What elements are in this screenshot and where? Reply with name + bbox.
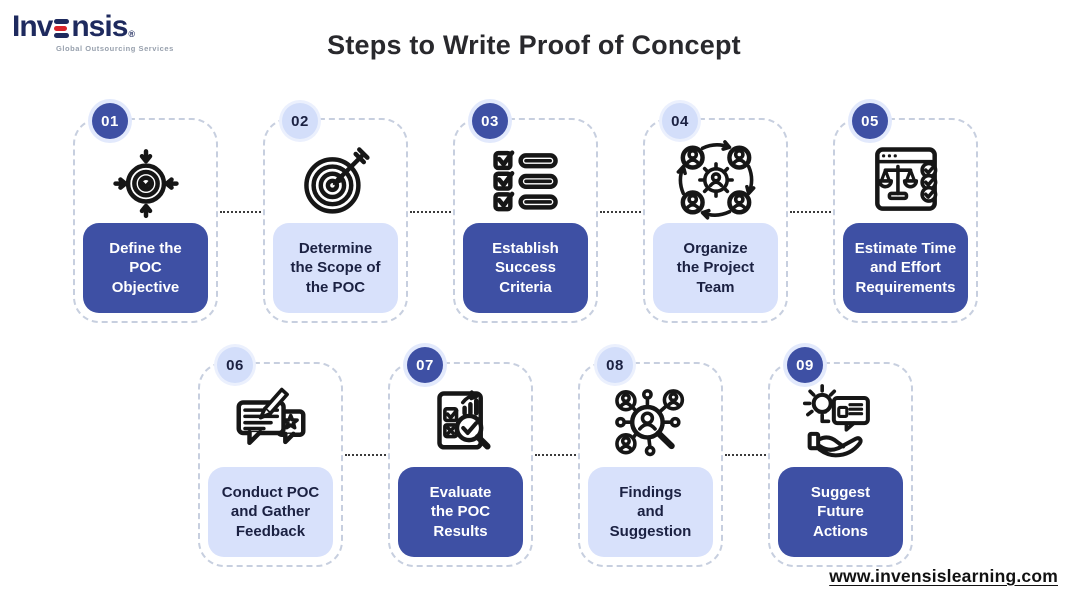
connector-line xyxy=(535,454,576,456)
report-magnifier-icon xyxy=(436,390,491,450)
connector-line xyxy=(725,454,766,456)
step-card-04: 04 Organize the Project Team xyxy=(643,103,788,323)
step-icon-area xyxy=(770,380,911,468)
connector-line xyxy=(220,211,261,213)
dartboard-icon xyxy=(303,147,370,214)
team-collaboration-icon xyxy=(676,140,755,220)
checklist-icon xyxy=(492,150,558,212)
step-number-badge: 07 xyxy=(407,347,443,383)
step-card-01: 01 Define the POC Objective xyxy=(73,103,218,323)
step-card-06: 06 Conduct POC and Gather Feedback xyxy=(198,347,343,567)
step-number-badge: 02 xyxy=(282,103,318,139)
step-icon-area xyxy=(455,136,596,224)
step-number-badge: 08 xyxy=(597,347,633,383)
step-label: Suggest Future Actions xyxy=(778,467,903,557)
step-label: Define the POC Objective xyxy=(83,223,208,313)
step-label: Findings and Suggestion xyxy=(588,467,713,557)
logo-text-pre: Inv xyxy=(12,10,53,43)
connector-line xyxy=(600,211,641,213)
logo-text-post: nsis xyxy=(71,10,128,43)
step-label: Estimate Time and Effort Requirements xyxy=(843,223,968,313)
connector-line xyxy=(410,211,451,213)
people-search-icon xyxy=(608,381,694,457)
logo-subtitle: Global Outsourcing Services xyxy=(56,44,174,53)
step-card-07: 07 Evaluate the POC Results xyxy=(388,347,533,567)
page-title: Steps to Write Proof of Concept xyxy=(327,30,741,60)
step-card-02: 02 Determine the Scope of the POC xyxy=(263,103,408,323)
step-number-badge: 03 xyxy=(472,103,508,139)
connector-line xyxy=(345,454,386,456)
scale-window-icon xyxy=(874,147,937,211)
step-label: Establish Success Criteria xyxy=(463,223,588,313)
step-label: Conduct POC and Gather Feedback xyxy=(208,467,333,557)
step-card-09: 09 Suggest Future Actions xyxy=(768,347,913,567)
step-number-badge: 09 xyxy=(787,347,823,383)
connector-line xyxy=(790,211,831,213)
invensis-logo: Inv nsis ® Global Outsourcing Services xyxy=(12,12,174,54)
focus-target-icon xyxy=(112,149,179,219)
website-url[interactable]: www.invensislearning.com xyxy=(829,566,1058,586)
step-icon-area xyxy=(265,136,406,224)
step-card-08: 08 Findings and Suggestion xyxy=(578,347,723,567)
step-card-05: 05 Estimate Time and Effort Requirements xyxy=(833,103,978,323)
step-card-03: 03 Establish Success Criteria xyxy=(453,103,598,323)
step-number-badge: 06 xyxy=(217,347,253,383)
step-icon-area xyxy=(390,380,531,468)
step-label: Evaluate the POC Results xyxy=(398,467,523,557)
step-icon-area xyxy=(645,136,786,224)
step-icon-area xyxy=(200,380,341,468)
logo-wordmark: Inv nsis ® xyxy=(12,12,174,42)
registered-trademark-icon: ® xyxy=(128,29,136,39)
step-label: Organize the Project Team xyxy=(653,223,778,313)
idea-hand-icon xyxy=(802,384,870,458)
step-label: Determine the Scope of the POC xyxy=(273,223,398,313)
step-number-badge: 04 xyxy=(662,103,698,139)
step-icon-area xyxy=(580,380,721,468)
step-number-badge: 01 xyxy=(92,103,128,139)
step-icon-area xyxy=(75,136,216,224)
step-number-badge: 05 xyxy=(852,103,888,139)
step-icon-area xyxy=(835,136,976,224)
feedback-bubbles-icon xyxy=(236,387,305,446)
logo-e-glyph xyxy=(54,19,70,38)
